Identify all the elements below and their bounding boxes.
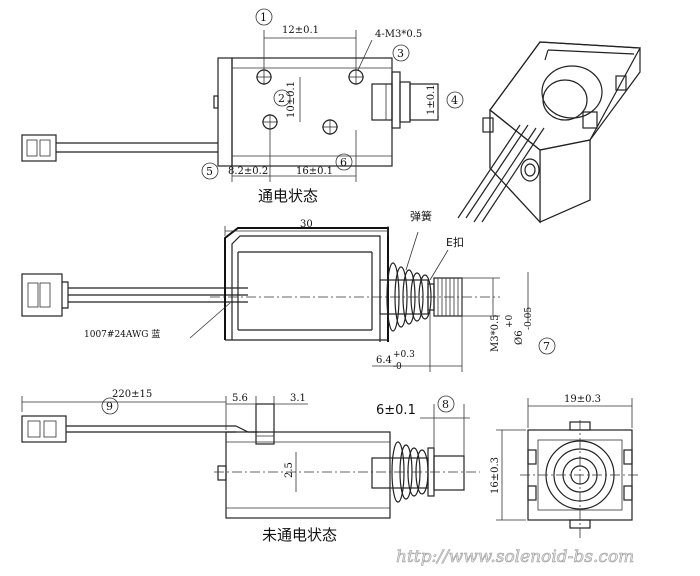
svg-text:1: 1 [260, 11, 267, 24]
dim-height: 16±0.3 [490, 457, 501, 494]
dim-thread: 4-M3*0.5 [375, 29, 422, 40]
callout-3: 3 [392, 44, 410, 62]
dim-plunger-dia-tol-up: +0 [505, 314, 515, 328]
dim-stroke: 1±0.1 [426, 84, 437, 115]
dim-width: 19±0.3 [564, 394, 601, 405]
dim-bracket-b: 3.1 [290, 393, 306, 404]
svg-text:2: 2 [278, 92, 285, 105]
label-spring: 弹簧 [410, 209, 432, 223]
dim-offset-left: 8.2±0.2 [228, 166, 268, 177]
caption-energized: 通电状态 [258, 187, 318, 205]
caption-de-energized: 未通电状态 [262, 526, 337, 544]
dim-hole-spacing: 12±0.1 [282, 25, 319, 36]
callout-2: 2 [273, 89, 291, 107]
dim-plunger-dia-tol-low: -0.05 [524, 307, 534, 330]
dim-hole-base: 16±0.1 [296, 166, 333, 177]
side-view: 30 M3*0.5 Ø6 +0 -0.05 6.4 +0.3 -0 弹簧 E扣 … [21, 209, 556, 372]
svg-text:6: 6 [340, 156, 347, 169]
callout-4: 4 [446, 91, 464, 109]
bottom-view: 220±15 5.6 3.1 2.5 6±0.1 8 9 未通电状态 [21, 389, 480, 544]
connector-bottom [21, 415, 67, 443]
callout-7: 7 [538, 337, 556, 355]
dim-bracket-h: 2.5 [284, 462, 295, 478]
svg-text:9: 9 [106, 400, 113, 413]
svg-text:7: 7 [543, 340, 550, 353]
callout-5: 5 [201, 162, 219, 180]
watermark-url: http://www.solenoid-bs.com [396, 547, 634, 567]
plunger-bottom [433, 455, 465, 491]
callout-9: 9 [101, 397, 119, 415]
callout-1: 1 [255, 8, 273, 26]
dim-plunger-dia: Ø6 [514, 330, 525, 345]
svg-text:8: 8 [442, 398, 449, 411]
spring-coil [386, 262, 432, 332]
callout-6: 6 [335, 153, 353, 171]
dim-lead-length: 220±15 [112, 389, 152, 400]
isometric-view [457, 41, 641, 224]
frame-top-body [231, 57, 393, 167]
label-wire: 1007#24AWG 蓝 [84, 328, 160, 340]
svg-text:4: 4 [451, 94, 458, 107]
dim-bracket-a: 5.6 [232, 393, 248, 404]
svg-text:3: 3 [397, 47, 404, 60]
connector-side [21, 273, 63, 317]
end-view: 19±0.3 16±0.3 [490, 394, 640, 540]
dim-plunger-thread: M3*0.5 [490, 314, 501, 352]
dim-vertical-spacing: 10±0.1 [286, 81, 297, 118]
frame-bottom-body [225, 431, 391, 519]
label-e-clip: E扣 [446, 235, 464, 249]
dim-body-length: 30 [300, 219, 313, 230]
dim-plunger-ext: 6.4 [376, 355, 392, 366]
dim-plunger-len: 6±0.1 [376, 403, 416, 418]
top-view: 12±0.1 4-M3*0.5 10±0.1 1±0.1 8.2±0.2 16±… [21, 8, 464, 205]
svg-text:5: 5 [206, 165, 213, 178]
dim-plunger-ext-tol-low: -0 [393, 362, 402, 372]
connector-top [21, 134, 57, 162]
dim-plunger-ext-tol-up: +0.3 [393, 350, 415, 360]
callout-8: 8 [437, 395, 455, 413]
frame-end-top [217, 57, 233, 167]
